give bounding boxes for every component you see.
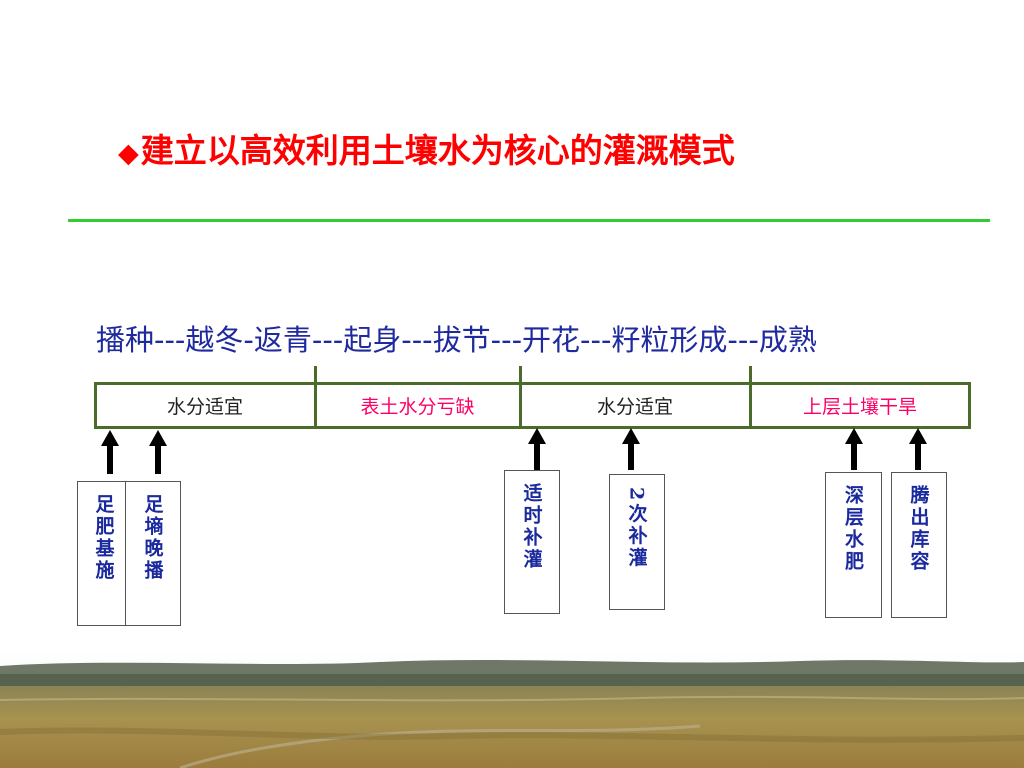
title-text: 建立以高效利用土壤水为核心的灌溉模式: [140, 131, 735, 170]
segment-surface-deficit: 表土水分亏缺: [360, 396, 475, 418]
title-divider-line: [68, 219, 990, 222]
box-deep-water-fertilizer: 深层水肥: [825, 472, 882, 618]
box-two-irrigations: 2次补灌: [609, 474, 665, 610]
box-label: 2次补灌: [625, 487, 648, 570]
diamond-bullet-icon: ◆: [118, 138, 139, 169]
box-timely-irrigation: 适时补灌: [504, 470, 560, 614]
arrow-up-icon: [149, 430, 167, 474]
box-label: 足肥基施: [92, 494, 115, 582]
wheat-field-landscape-image: [0, 652, 1024, 768]
arrow-up-icon: [622, 428, 640, 470]
bar-divider-2: [519, 366, 522, 426]
box-free-capacity: 腾出库容: [891, 472, 947, 618]
box-label: 腾出库容: [907, 485, 930, 573]
moisture-stage-bar: [94, 382, 971, 429]
segment-moisture-adequate-1: 水分适宜: [166, 396, 243, 418]
box-label: 足墒晚播: [141, 494, 164, 582]
growth-stages-line: 播种---越冬-返青---起身---拔节---开花---籽粒形成---成熟: [96, 323, 817, 357]
arrow-up-icon: [528, 428, 546, 470]
slide-title: ◆建立以高效利用土壤水为核心的灌溉模式: [118, 124, 735, 172]
arrow-up-icon: [909, 428, 927, 470]
bar-divider-3: [749, 366, 752, 426]
segment-moisture-adequate-2: 水分适宜: [596, 396, 673, 418]
box-late-sowing: 足墒晚播: [125, 481, 181, 626]
arrow-up-icon: [845, 428, 863, 470]
box-label: 适时补灌: [520, 483, 543, 571]
segment-upper-soil-drought: 上层土壤干旱: [802, 396, 917, 418]
box-label: 深层水肥: [842, 485, 864, 573]
bar-divider-1: [314, 366, 317, 426]
box-base-fertilizer: 足肥基施: [77, 481, 131, 626]
arrow-up-icon: [101, 430, 119, 474]
